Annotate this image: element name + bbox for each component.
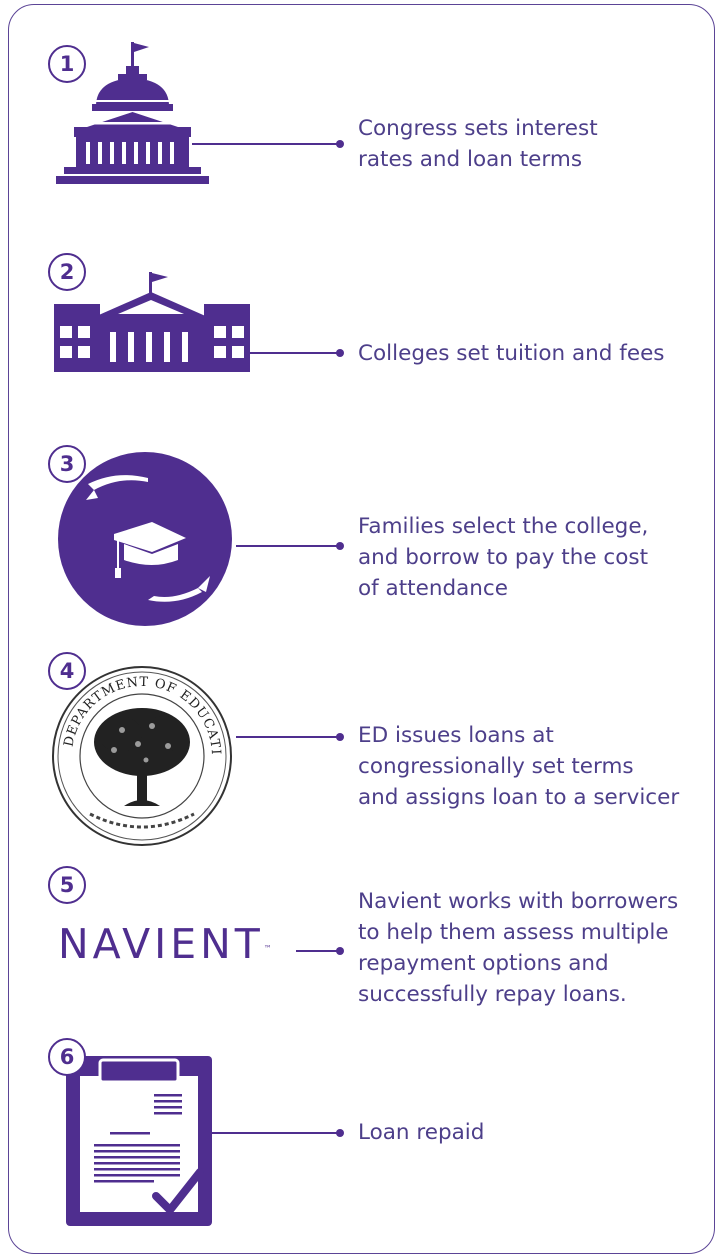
department-of-education-seal-icon: DEPARTMENT OF EDUCATION: [50, 664, 232, 846]
step-description: Congress sets interest rates and loan te…: [358, 113, 708, 175]
step-number-badge: 3: [48, 445, 86, 483]
step-description-line: Colleges set tuition and fees: [358, 341, 665, 366]
step-description: Colleges set tuition and fees: [358, 338, 708, 369]
capitol-icon: [56, 42, 209, 184]
step-description-line: repayment options and: [358, 951, 609, 976]
step-description-line: Navient works with borrowers: [358, 889, 679, 914]
step-description-line: successfully repay loans.: [358, 982, 627, 1007]
clipboard-check-icon: [66, 1056, 212, 1226]
step-description-line: congressionally set terms: [358, 754, 634, 779]
step-description-line: ED issues loans at: [358, 723, 554, 748]
trademark-mark: ™: [263, 944, 272, 953]
connector-line: [250, 349, 344, 356]
step-description-line: Loan repaid: [358, 1120, 485, 1145]
step-description-line: to help them assess multiple: [358, 920, 669, 945]
step-number-badge: 6: [48, 1038, 86, 1076]
step-description: Loan repaid: [358, 1117, 708, 1148]
navient-logo-text: NAVIENT: [58, 920, 264, 968]
navient-logo: NAVIENT™: [58, 920, 272, 968]
step-description-line: Congress sets interest: [358, 116, 598, 141]
step-number-badge: 1: [48, 45, 86, 83]
college-building-icon: [54, 272, 250, 372]
step-description: ED issues loans at congressionally set t…: [358, 720, 708, 813]
step-number-badge: 4: [48, 652, 86, 690]
step-description-line: of attendance: [358, 576, 508, 601]
step-description-line: and borrow to pay the cost: [358, 545, 649, 570]
graduation-cap-hands-icon: [58, 452, 232, 626]
connector-line: [212, 1129, 344, 1136]
connector-line: [296, 947, 344, 954]
step-description-line: Families select the college,: [358, 514, 649, 539]
step-description: Navient works with borrowers to help the…: [358, 886, 708, 1010]
connector-line: [236, 733, 344, 740]
step-number-badge: 5: [48, 866, 86, 904]
step-description-line: and assigns loan to a servicer: [358, 785, 680, 810]
step-description-line: rates and loan terms: [358, 147, 583, 172]
step-number-badge: 2: [48, 253, 86, 291]
connector-line: [236, 542, 344, 549]
step-description: Families select the college, and borrow …: [358, 511, 708, 604]
connector-line: [192, 140, 344, 147]
